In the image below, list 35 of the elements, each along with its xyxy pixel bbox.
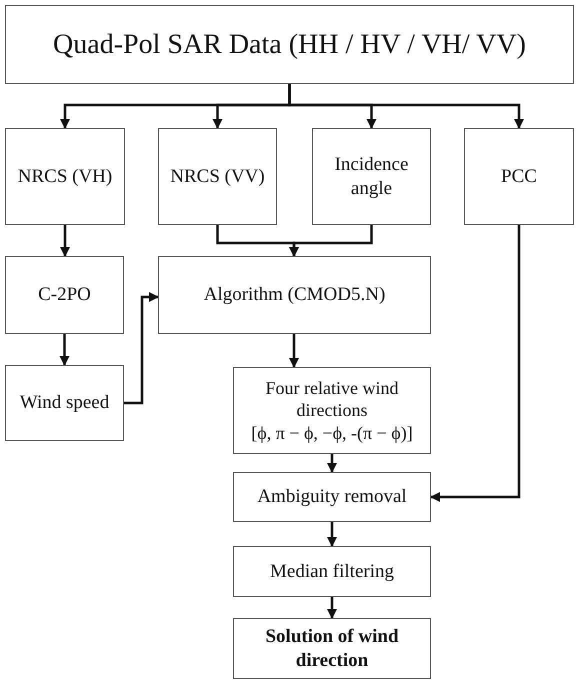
arrow: [327, 522, 337, 547]
box-label: PCC: [501, 164, 537, 188]
arrow: [124, 292, 159, 404]
box-label: Incidence angle: [334, 152, 410, 200]
arrow: [289, 225, 373, 257]
arrow: [327, 454, 337, 473]
box-label: Algorithm (CMOD5.N): [204, 283, 386, 307]
process-box: [233, 472, 431, 522]
box-label: C-2PO: [38, 283, 91, 307]
arrow: [289, 334, 299, 368]
box-label: NRCS (VH): [18, 164, 112, 188]
box-label: NRCS (VV): [170, 164, 265, 188]
process-box: [233, 618, 431, 679]
process-box: [5, 5, 574, 84]
arrow: [288, 84, 524, 129]
arrow: [327, 597, 337, 619]
box-label: Solution of wind direction: [264, 624, 400, 672]
process-box: [158, 128, 277, 225]
process-box: [233, 546, 431, 597]
process-box: [5, 128, 125, 225]
arrow: [60, 225, 70, 257]
box-label: Four relative wind directions: [264, 376, 400, 422]
process-box: [5, 365, 124, 441]
box-label: Quad-Pol SAR Data (HH / HV / VH/ VV): [53, 28, 526, 62]
box-label: Median filtering: [270, 560, 394, 584]
box-label: Wind speed: [20, 391, 110, 415]
arrow: [430, 225, 520, 502]
process-box: [312, 128, 431, 225]
box-label: Ambiguity removal: [257, 485, 407, 509]
process-box: [464, 128, 574, 225]
process-box: [5, 256, 124, 334]
process-box: [233, 367, 431, 454]
process-box: [158, 256, 431, 334]
box-label: [ϕ, π − ϕ, −ϕ, -(π − ϕ)]: [251, 422, 413, 444]
arrow: [60, 334, 70, 366]
